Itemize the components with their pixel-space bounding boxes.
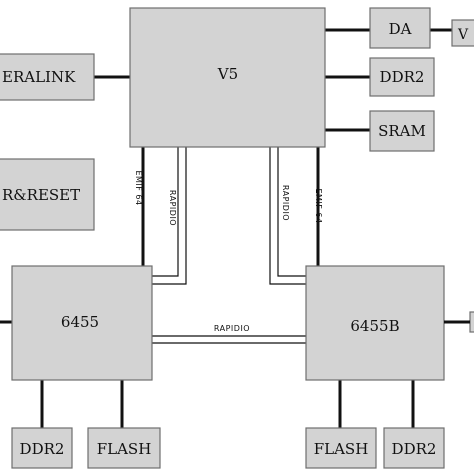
ddr2-left-label: DDR2: [20, 440, 65, 458]
v5-label: V5: [217, 65, 238, 83]
v-partial-label: V: [457, 27, 469, 43]
rapidio-left-outer: [152, 147, 179, 277]
rapidio-right-outer: [269, 147, 306, 285]
sram-label: SRAM: [378, 122, 426, 140]
da-label: DA: [389, 20, 412, 38]
rapidio-left-label: RAPIDIO: [168, 190, 177, 226]
flash-right-label: FLASH: [314, 440, 369, 458]
dsp-6455b-block: [305, 265, 445, 381]
flash-left-block: [87, 427, 161, 469]
dsp-6455b-label: 6455B: [350, 317, 399, 335]
ddr2-right-label: DDR2: [392, 440, 437, 458]
ddr2-top-label: DDR2: [380, 68, 425, 86]
cameralink-block: [0, 53, 95, 101]
cameralink-label: ERALINK: [2, 68, 76, 86]
da-block: [369, 7, 431, 49]
rapidio-horizontal-label: RAPIDIO: [214, 324, 250, 333]
power-reset-label: R&RESET: [2, 186, 80, 204]
ddr2-top-block: [369, 57, 435, 97]
sram-block: [369, 110, 435, 152]
rapidio-right-inner: [277, 147, 306, 277]
flash-right-block: [305, 427, 377, 469]
v5-block: [129, 7, 326, 148]
dsp-6455-label: 6455: [61, 313, 99, 331]
v-partial-block: [451, 19, 474, 47]
ddr2-right-block: [383, 427, 445, 469]
ddr2-left-block: [11, 427, 73, 469]
dsp-6455-block: [11, 265, 153, 381]
flash-left-label: FLASH: [97, 440, 152, 458]
power-reset-block: [0, 158, 95, 231]
rapidio-right-vertical-label: RAPIDIO: [281, 185, 290, 221]
rapidio-left-inner: [152, 147, 187, 285]
emif-right-label: EMIF 64: [314, 188, 323, 223]
emif-left-label: EMIF 64: [134, 170, 143, 205]
right-edge-connector: [469, 311, 474, 333]
